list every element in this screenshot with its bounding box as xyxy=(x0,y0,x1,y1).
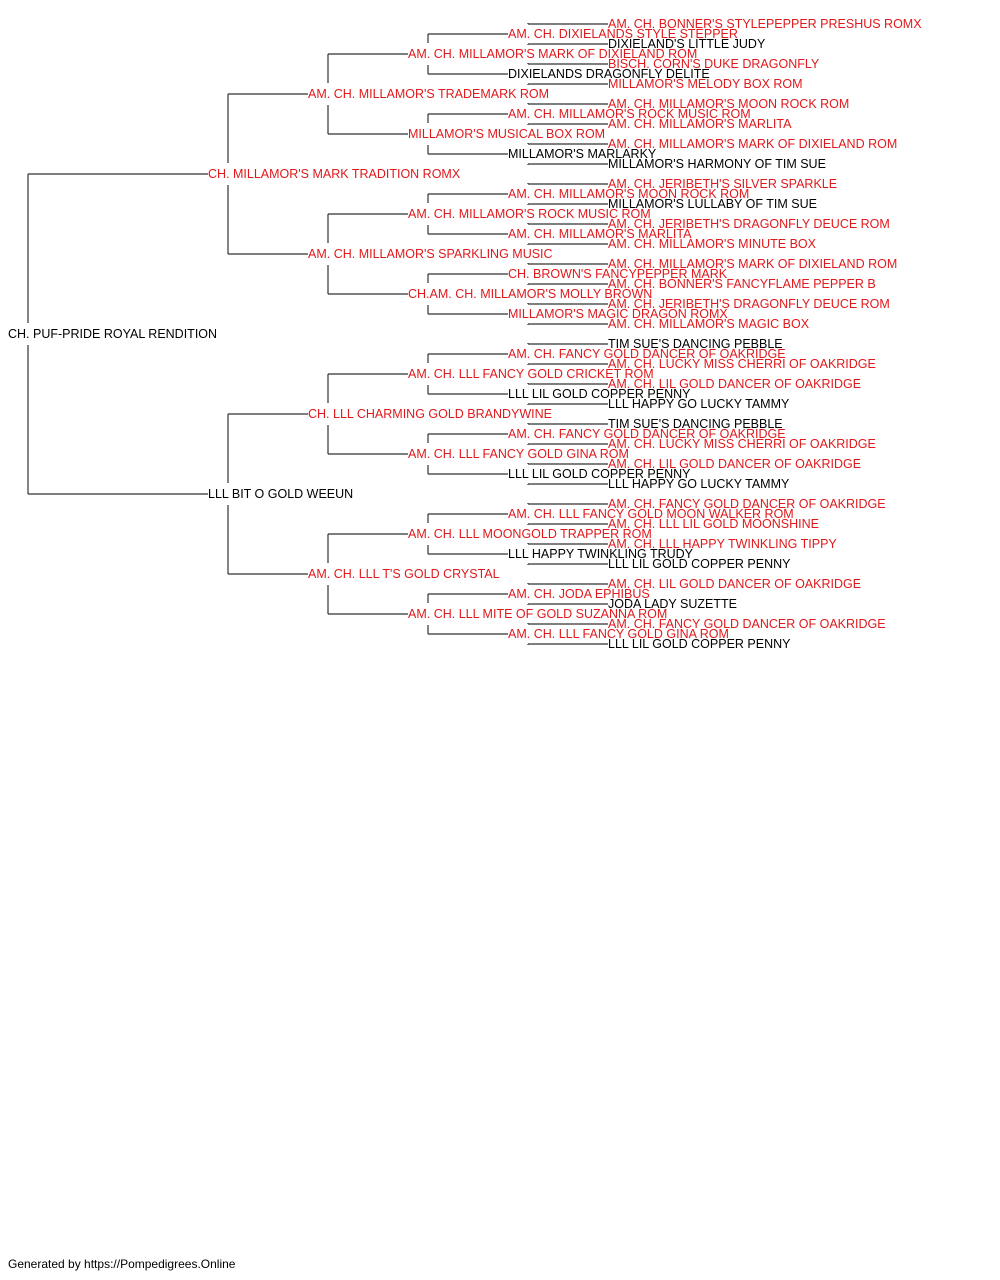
ancestor-name: AM. CH. LUCKY MISS CHERRI OF OAKRIDGE xyxy=(608,357,876,371)
ancestor-name: LLL LIL GOLD COPPER PENNY xyxy=(608,637,791,651)
ancestor-name: TIM SUE'S DANCING PEBBLE xyxy=(608,417,783,431)
ancestor-name: AM. CH. LLL FANCY GOLD GINA ROM xyxy=(408,447,629,461)
ancestor-name: AM. CH. LLL FANCY GOLD GINA ROM xyxy=(508,627,729,641)
ancestor-name: AM. CH. MILLAMOR'S MINUTE BOX xyxy=(608,237,816,251)
footer-credit: Generated by https://Pompedigrees.Online xyxy=(8,1257,236,1271)
ancestor-name: CH. MILLAMOR'S MARK TRADITION ROMX xyxy=(208,167,461,181)
ancestor-name: CH.AM. CH. MILLAMOR'S MOLLY BROWN xyxy=(408,287,653,301)
ancestor-name: MILLAMOR'S HARMONY OF TIM SUE xyxy=(608,157,826,171)
ancestor-name: MILLAMOR'S MARLARKY xyxy=(508,147,657,161)
ancestor-name: AM. CH. MILLAMOR'S TRADEMARK ROM xyxy=(308,87,550,101)
ancestor-name: AM. CH. MILLAMOR'S MARLITA xyxy=(508,227,692,241)
ancestor-name: AM. CH. LIL GOLD DANCER OF OAKRIDGE xyxy=(608,377,862,391)
ancestor-name: LLL LIL GOLD COPPER PENNY xyxy=(608,557,791,571)
ancestor-name: AM. CH. FANCY GOLD DANCER OF OAKRIDGE xyxy=(508,347,786,361)
ancestor-name: AM. CH. LLL MITE OF GOLD SUZANNA ROM xyxy=(408,607,668,621)
ancestor-name: AM. CH. DIXIELANDS STYLE STEPPER xyxy=(508,27,738,41)
ancestor-name: DIXIELANDS DRAGONFLY DELITE xyxy=(508,67,710,81)
ancestor-name: MILLAMOR'S LULLABY OF TIM SUE xyxy=(608,197,817,211)
ancestor-name: LLL BIT O GOLD WEEUN xyxy=(208,487,354,501)
ancestor-name: AM. CH. MILLAMOR'S MOON ROCK ROM xyxy=(508,187,750,201)
ancestor-name: AM. CH. LLL LIL GOLD MOONSHINE xyxy=(608,517,819,531)
ancestor-name: AM. CH. MILLAMOR'S MAGIC BOX xyxy=(608,317,810,331)
ancestor-name: LLL LIL GOLD COPPER PENNY xyxy=(508,467,691,481)
ancestor-name: DIXIELAND'S LITTLE JUDY xyxy=(608,37,766,51)
ancestor-name: LLL HAPPY GO LUCKY TAMMY xyxy=(608,477,790,491)
ancestor-name: AM. CH. BONNER'S FANCYFLAME PEPPER B xyxy=(608,277,876,291)
ancestor-name: MILLAMOR'S MAGIC DRAGON ROMX xyxy=(508,307,728,321)
ancestor-name: CH. LLL CHARMING GOLD BRANDYWINE xyxy=(308,407,553,421)
ancestor-name: TIM SUE'S DANCING PEBBLE xyxy=(608,337,783,351)
ancestor-name: AM. CH. BONNER'S STYLEPEPPER PRESHUS ROM… xyxy=(608,17,922,31)
ancestor-name: AM. CH. MILLAMOR'S ROCK MUSIC ROM xyxy=(408,207,651,221)
ancestor-name: AM. CH. MILLAMOR'S SPARKLING MUSIC xyxy=(308,247,553,261)
ancestor-name: AM. CH. MILLAMOR'S MOON ROCK ROM xyxy=(608,97,850,111)
ancestor-name: AM. CH. MILLAMOR'S ROCK MUSIC ROM xyxy=(508,107,751,121)
ancestor-name: AM. CH. LLL FANCY GOLD MOON WALKER ROM xyxy=(508,507,794,521)
subject-dog-name: CH. PUF-PRIDE ROYAL RENDITION xyxy=(8,327,218,341)
ancestor-name: AM. CH. MILLAMOR'S MARK OF DIXIELAND ROM xyxy=(608,257,898,271)
ancestor-name: LLL HAPPY TWINKLING TRUDY xyxy=(508,547,694,561)
ancestor-name: AM. CH. LIL GOLD DANCER OF OAKRIDGE xyxy=(608,457,862,471)
ancestor-name: AM. CH. MILLAMOR'S MARK OF DIXIELAND ROM xyxy=(608,137,898,151)
ancestor-name: AM. CH. JERIBETH'S DRAGONFLY DEUCE ROM xyxy=(608,217,890,231)
ancestor-name: AM. CH. LLL T'S GOLD CRYSTAL xyxy=(308,567,500,581)
ancestor-name: AM. CH. JERIBETH'S DRAGONFLY DEUCE ROM xyxy=(608,297,890,311)
ancestor-name: LLL HAPPY GO LUCKY TAMMY xyxy=(608,397,790,411)
ancestor-name: MILLAMOR'S MELODY BOX ROM xyxy=(608,77,803,91)
ancestor-name: AM. CH. JODA EPHIBUS xyxy=(508,587,650,601)
ancestor-name: AM. CH. FANCY GOLD DANCER OF OAKRIDGE xyxy=(508,427,786,441)
ancestor-name: AM. CH. LLL FANCY GOLD CRICKET ROM xyxy=(408,367,654,381)
ancestor-name: AM. CH. FANCY GOLD DANCER OF OAKRIDGE xyxy=(608,497,886,511)
ancestor-name: AM. CH. LLL MOONGOLD TRAPPER ROM xyxy=(408,527,652,541)
ancestor-name: BISCH. CORN'S DUKE DRAGONFLY xyxy=(608,57,820,71)
ancestor-name: AM. CH. MILLAMOR'S MARLITA xyxy=(608,117,792,131)
ancestor-name: AM. CH. FANCY GOLD DANCER OF OAKRIDGE xyxy=(608,617,886,631)
ancestor-name: CH. BROWN'S FANCYPEPPER MARK xyxy=(508,267,728,281)
ancestor-name: LLL LIL GOLD COPPER PENNY xyxy=(508,387,691,401)
ancestor-name: MILLAMOR'S MUSICAL BOX ROM xyxy=(408,127,606,141)
ancestor-name: AM. CH. LLL HAPPY TWINKLING TIPPY xyxy=(608,537,837,551)
ancestor-name: AM. CH. JERIBETH'S SILVER SPARKLE xyxy=(608,177,838,191)
ancestor-name: AM. CH. MILLAMOR'S MARK OF DIXIELAND ROM xyxy=(408,47,698,61)
ancestor-name: AM. CH. LUCKY MISS CHERRI OF OAKRIDGE xyxy=(608,437,876,451)
ancestor-name: AM. CH. LIL GOLD DANCER OF OAKRIDGE xyxy=(608,577,862,591)
ancestor-name: JODA LADY SUZETTE xyxy=(608,597,737,611)
